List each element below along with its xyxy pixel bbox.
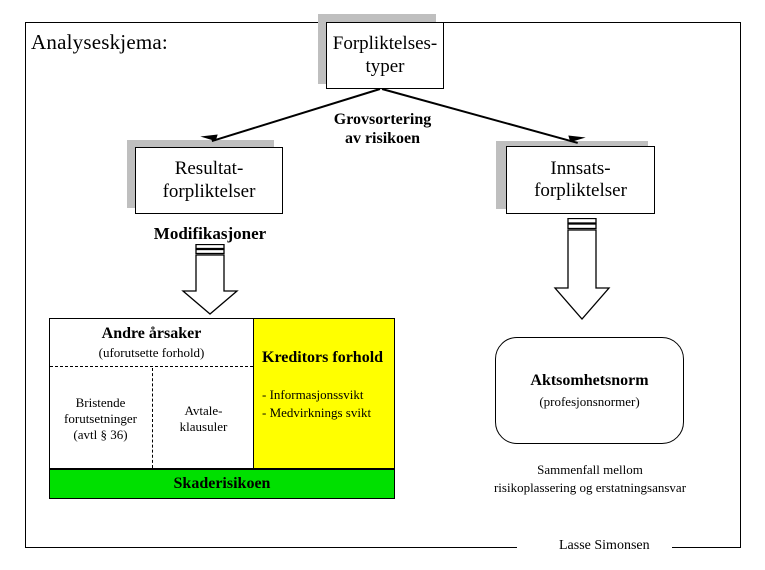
cell-bristende-forutsetninger[interactable]: Bristende forutsetninger (avtl § 36) bbox=[49, 370, 152, 468]
frame-bottom-right-edge bbox=[672, 547, 741, 548]
cell-andre-arsaker-sub: (uforutsette forhold) bbox=[98, 345, 205, 360]
node-forpliktelsestyper[interactable]: Forpliktelses- typer bbox=[326, 22, 444, 89]
cell-bristende-line2: forutsetninger bbox=[64, 411, 137, 426]
node-aktsomhetsnorm-line2: (profesjonsnormer) bbox=[539, 393, 640, 409]
cell-skaderisikoen[interactable]: Skaderisikoen bbox=[49, 469, 395, 499]
sammenfall-line2: risikoplassering og erstatningsansvar bbox=[493, 479, 687, 495]
node-aktsomhetsnorm-line1: Aktsomhetsnorm bbox=[530, 371, 649, 389]
frame-bottom-left-edge bbox=[25, 547, 517, 548]
sammenfall-caption: Sammenfall mellom risikoplassering og er… bbox=[449, 461, 731, 496]
branch-label: Grovsortering av risikoen bbox=[315, 110, 450, 148]
cell-andre-arsaker-heading: Andre årsaker bbox=[101, 325, 202, 342]
cell-kreditors-bullet1: - Informasjonssvikt bbox=[262, 387, 364, 402]
node-innsatsforpliktelser-line2: forpliktelser bbox=[534, 180, 627, 201]
node-forpliktelsestyper-line1: Forpliktelses- bbox=[332, 33, 438, 55]
cell-skaderisikoen-label: Skaderisikoen bbox=[173, 475, 271, 492]
cell-kreditors-heading: Kreditors forhold bbox=[262, 349, 384, 366]
risk-table: Andre årsaker (uforutsette forhold) Bris… bbox=[49, 318, 395, 499]
cell-kreditors-forhold[interactable]: Kreditors forhold - Informasjonssvikt - … bbox=[253, 318, 395, 469]
cell-bristende-line3: (avtl § 36) bbox=[73, 427, 128, 442]
modifications-label: Modifikasjoner bbox=[153, 224, 267, 243]
frame-left-edge bbox=[25, 22, 26, 548]
cell-bristende-line1: Bristende bbox=[75, 395, 126, 410]
node-innsatsforpliktelser-line1: Innsats- bbox=[550, 157, 611, 179]
risk-table-left-region bbox=[49, 318, 254, 469]
branch-label-line2: av risikoen bbox=[344, 130, 421, 148]
cell-kreditors-bullet2: - Medvirknings svikt bbox=[262, 405, 372, 420]
node-forpliktelsestyper-line2: typer bbox=[365, 55, 405, 77]
block-arrow-down-right bbox=[553, 218, 611, 320]
cell-andre-arsaker[interactable]: Andre årsaker (uforutsette forhold) bbox=[49, 320, 254, 366]
block-arrow-down-left bbox=[181, 244, 239, 315]
page-title: Analyseskjema: bbox=[31, 30, 168, 54]
node-aktsomhetsnorm[interactable]: Aktsomhetsnorm (profesjonsnormer) bbox=[495, 337, 684, 444]
node-innsatsforpliktelser[interactable]: Innsats- forpliktelser bbox=[506, 146, 655, 214]
divider-horizontal-dashed bbox=[50, 366, 253, 367]
cell-avtale-line2: klausuler bbox=[179, 419, 228, 434]
divider-vertical-dashed bbox=[152, 368, 153, 468]
cell-avtale-line1: Avtale- bbox=[184, 403, 223, 418]
branch-label-line1: Grovsortering bbox=[333, 111, 432, 128]
node-resultatforpliktelser[interactable]: Resultat- forpliktelser bbox=[135, 147, 283, 214]
cell-avtaleklausuler[interactable]: Avtale- klausuler bbox=[153, 370, 254, 468]
frame-right-edge bbox=[740, 22, 741, 548]
sammenfall-line1: Sammenfall mellom bbox=[537, 462, 643, 477]
node-resultatforpliktelser-line2: forpliktelser bbox=[162, 180, 256, 202]
node-resultatforpliktelser-line1: Resultat- bbox=[174, 158, 244, 180]
signature: Lasse Simonsen bbox=[553, 538, 656, 554]
